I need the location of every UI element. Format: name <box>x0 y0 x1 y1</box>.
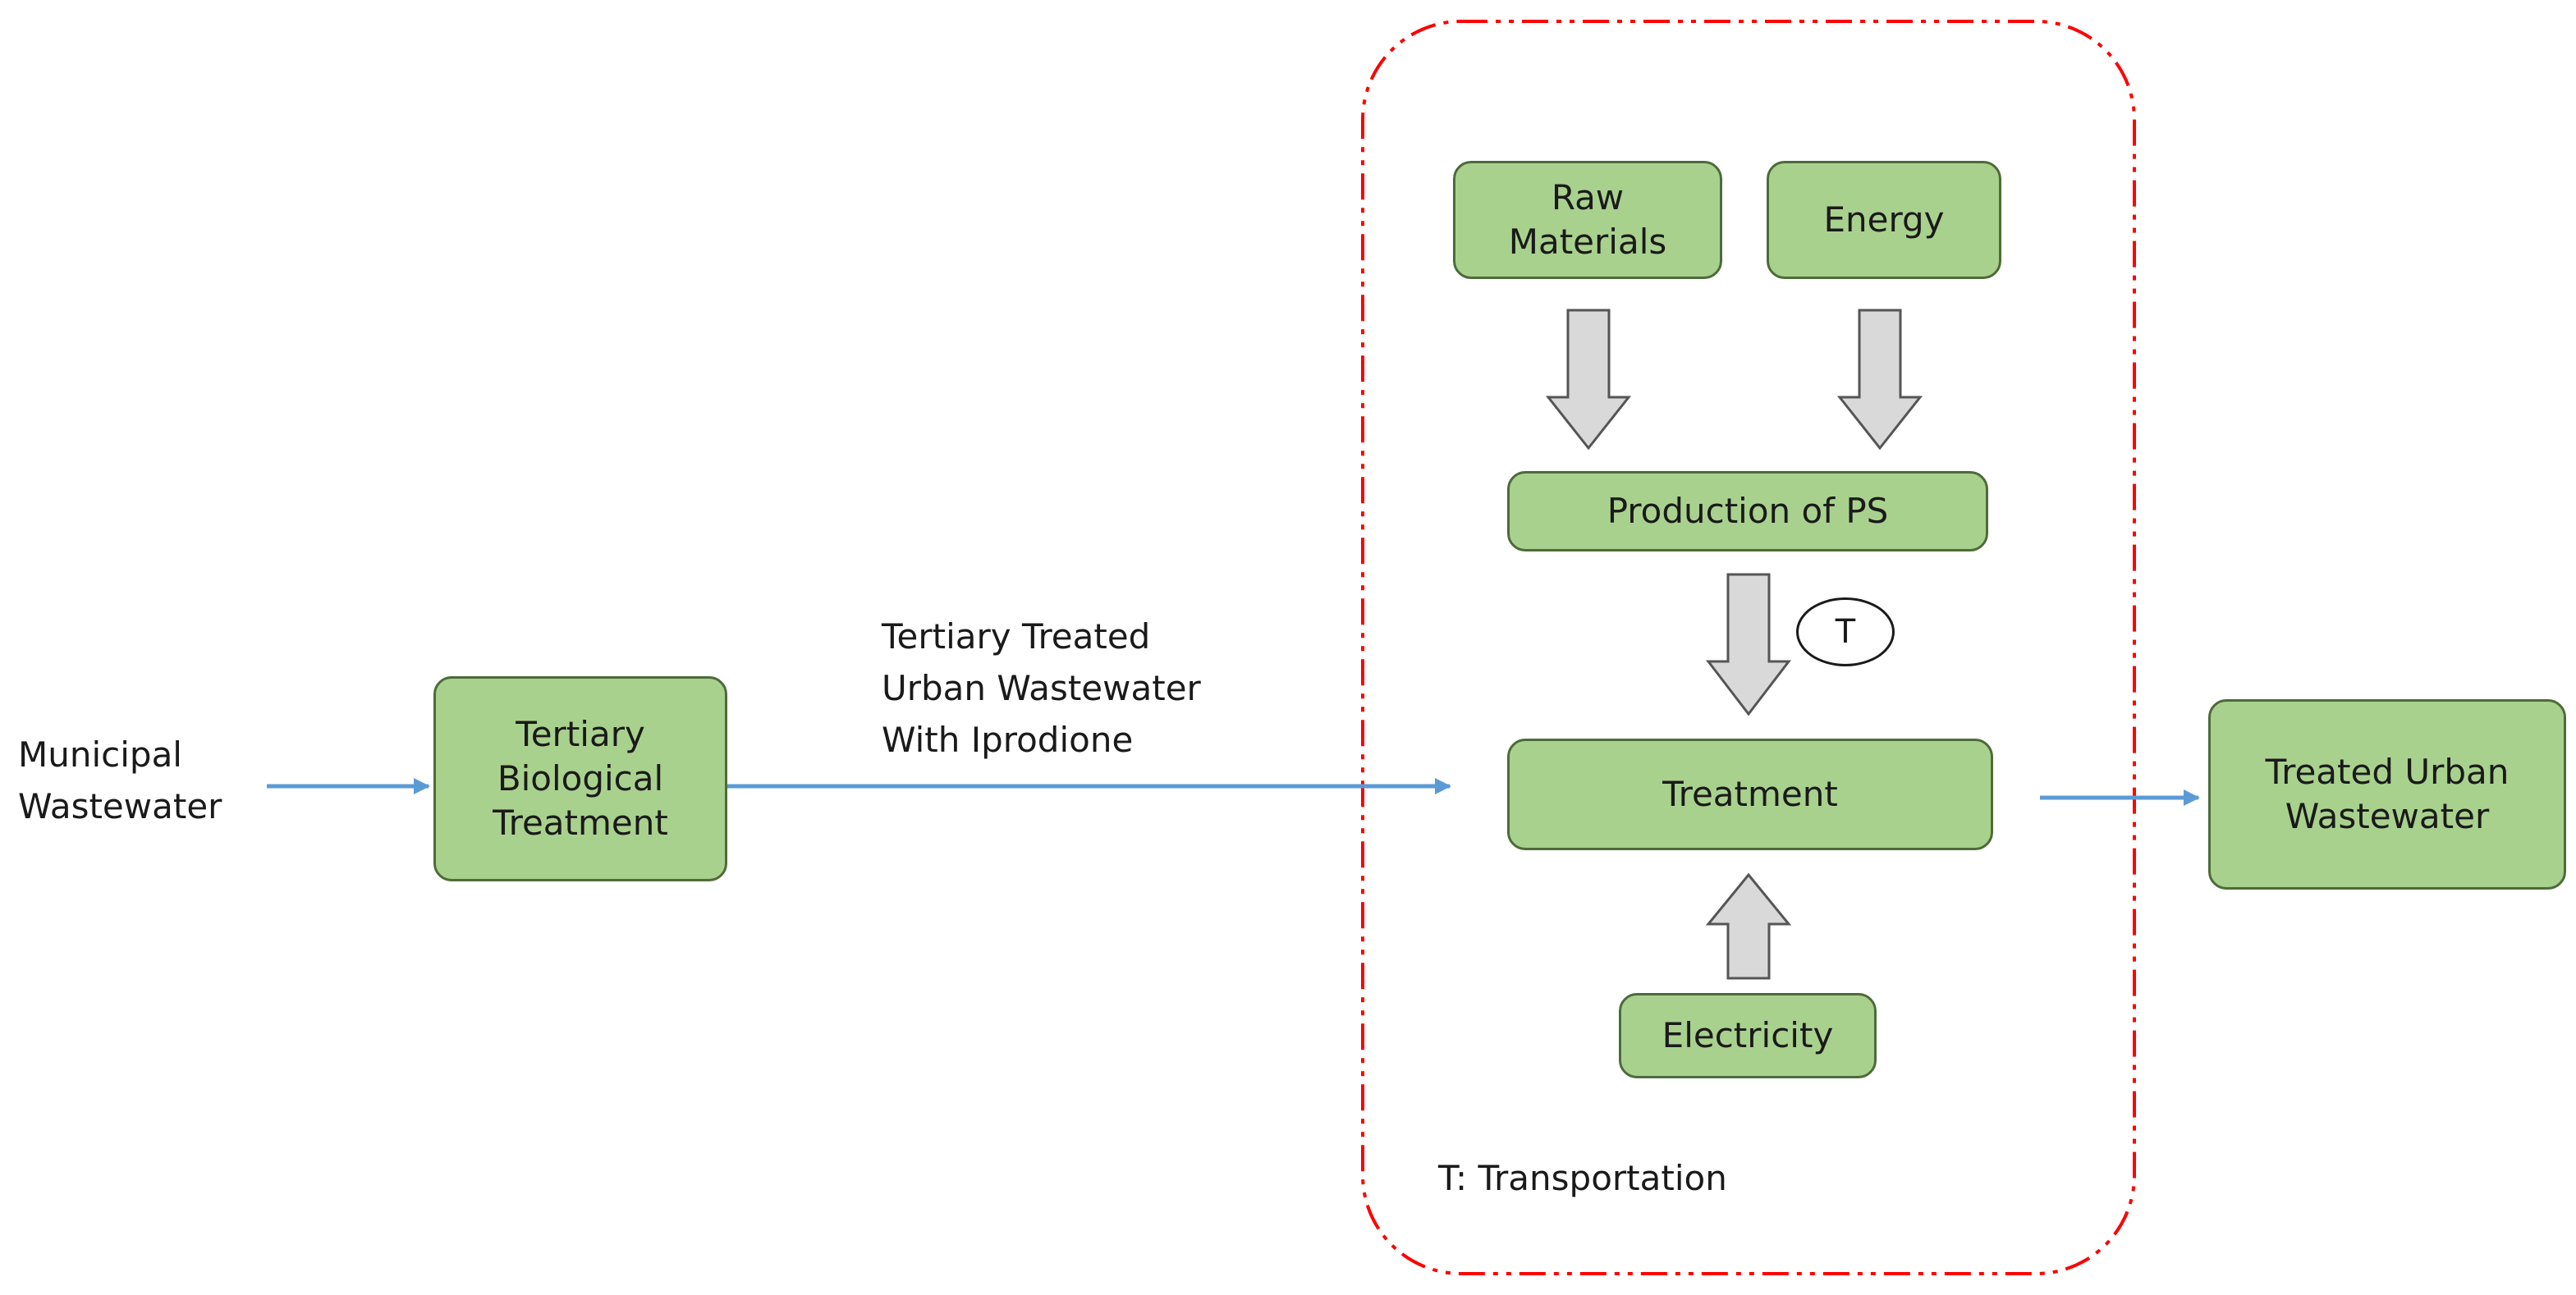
block-arrow-energy-to-production <box>1836 309 1923 451</box>
transport-marker-label: T <box>1835 613 1856 651</box>
node-raw-materials: Raw Materials <box>1453 161 1722 279</box>
node-energy: Energy <box>1767 161 2001 279</box>
node-production-of-ps: Production of PS <box>1507 471 1988 551</box>
block-arrow-production-to-treatment <box>1705 573 1792 716</box>
legend-transportation: T: Transportation <box>1438 1158 1727 1198</box>
node-tertiary-biological-treatment: Tertiary Biological Treatment <box>433 676 727 881</box>
node-treated-urban-wastewater: Treated Urban Wastewater <box>2208 699 2566 890</box>
node-electricity: Electricity <box>1619 993 1877 1078</box>
label-municipal-wastewater: Municipal Wastewater <box>18 734 222 826</box>
label-tertiary-treated-urban-wastewater: Tertiary Treated Urban Wastewater With I… <box>882 616 1201 760</box>
transport-marker-circle: T <box>1796 597 1895 666</box>
block-arrow-raw-materials-to-production <box>1545 309 1632 451</box>
node-treatment: Treatment <box>1507 739 1993 850</box>
system-boundary <box>1361 20 2136 1275</box>
block-arrow-electricity-to-treatment <box>1705 872 1792 980</box>
